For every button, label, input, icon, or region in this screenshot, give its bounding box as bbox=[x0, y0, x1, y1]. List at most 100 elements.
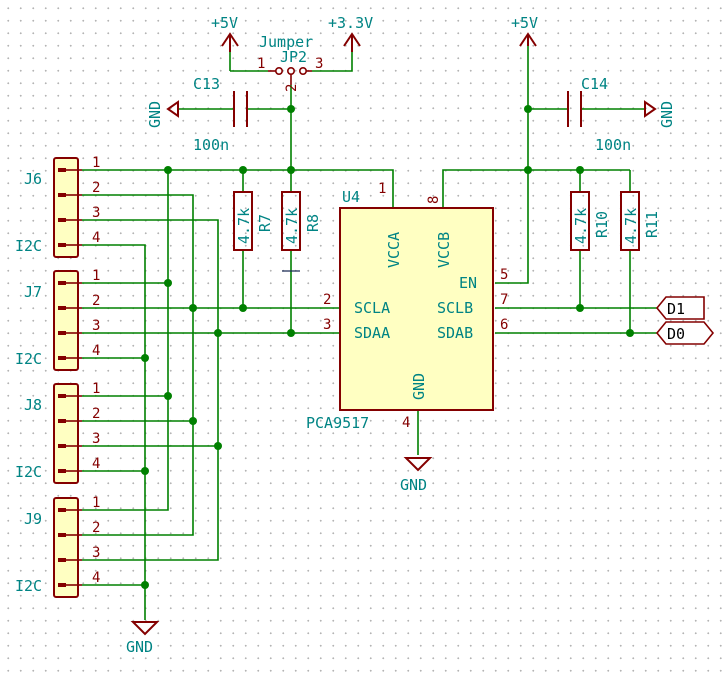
c14-ref: C14 bbox=[581, 75, 608, 93]
pin-name-en: EN bbox=[459, 274, 477, 292]
junction bbox=[141, 354, 149, 362]
pin-num-en: 5 bbox=[500, 267, 508, 283]
gnd-label: GND bbox=[126, 638, 153, 656]
connector-ref: J6 bbox=[24, 170, 42, 188]
connector-pin-number: 3 bbox=[92, 545, 100, 561]
connector-pin-number: 2 bbox=[92, 293, 100, 309]
connector-pin-body bbox=[58, 558, 66, 562]
connector-pin-number: 2 bbox=[92, 180, 100, 196]
connector-pin-number: 4 bbox=[92, 456, 100, 472]
connector-body bbox=[53, 383, 79, 484]
wires bbox=[82, 45, 657, 620]
wire-bus-pin2 bbox=[82, 194, 194, 536]
junction bbox=[164, 279, 172, 287]
pin-num-sdaa: 3 bbox=[323, 317, 331, 333]
junction bbox=[214, 329, 222, 337]
gnd-connectors: GND bbox=[126, 621, 160, 656]
connector-pin-number: 3 bbox=[92, 205, 100, 221]
wire-bus-pin3 bbox=[82, 219, 219, 561]
wire-vcca-rail bbox=[82, 169, 394, 208]
pin-name-sdaa: SDAA bbox=[354, 324, 390, 342]
connector-pin-body bbox=[58, 583, 66, 587]
resistor-r8: 4.7k R8 bbox=[281, 191, 322, 251]
connector-pin-body bbox=[58, 281, 66, 285]
pin-num-vcca: 1 bbox=[378, 181, 386, 197]
junction bbox=[287, 105, 295, 113]
wire-5v-en bbox=[495, 45, 529, 284]
junction bbox=[164, 166, 172, 174]
net-label-d1-shape bbox=[655, 296, 705, 320]
jumper-pin-2: 2 bbox=[284, 84, 300, 92]
power-label-5v: +5V bbox=[211, 14, 238, 32]
net-label-d0-text: D0 bbox=[667, 325, 685, 343]
junction bbox=[214, 442, 222, 450]
gnd-label: GND bbox=[658, 101, 676, 128]
connector-label: I2C bbox=[15, 463, 42, 481]
jumper-jp2: Jumper JP2 1 2 3 bbox=[257, 33, 323, 92]
power-label-3v3: +3.3V bbox=[328, 14, 373, 32]
connector-pin-body bbox=[58, 356, 66, 360]
net-label-d0-shape bbox=[655, 321, 715, 345]
connector-pin-number: 1 bbox=[92, 381, 100, 397]
connector-ref: J9 bbox=[24, 510, 42, 528]
r7-value: 4.7k bbox=[235, 208, 253, 244]
connector-pin-body bbox=[58, 218, 66, 222]
gnd-label: GND bbox=[146, 101, 164, 128]
power-5v-b: +5V bbox=[511, 14, 538, 47]
junction bbox=[287, 166, 295, 174]
connector-pin-body bbox=[58, 533, 66, 537]
junction bbox=[189, 304, 197, 312]
connector-ref: J8 bbox=[24, 396, 42, 414]
connector-pin-number: 1 bbox=[92, 268, 100, 284]
junction bbox=[239, 166, 247, 174]
connector-pin-body bbox=[58, 419, 66, 423]
junction bbox=[141, 581, 149, 589]
wire-vccb-rail bbox=[442, 169, 630, 208]
junction bbox=[576, 166, 584, 174]
wire-bus-pin4-gnd bbox=[82, 244, 146, 620]
pin-num-gnd: 4 bbox=[402, 415, 410, 431]
jumper-pad bbox=[274, 67, 283, 76]
pin-name-sclb: SCLB bbox=[437, 299, 473, 317]
pin-num-sclb: 7 bbox=[500, 292, 508, 308]
c14-value: 100n bbox=[595, 136, 631, 154]
ground-icon bbox=[644, 100, 657, 118]
connector-pin-body bbox=[58, 469, 66, 473]
connector-pin-number: 3 bbox=[92, 431, 100, 447]
ic-u4-body bbox=[339, 207, 494, 411]
u4-ref: U4 bbox=[342, 188, 360, 206]
connector-body bbox=[53, 497, 79, 598]
connector-pin-number: 1 bbox=[92, 495, 100, 511]
connector-pin-number: 1 bbox=[92, 155, 100, 171]
gnd-c14: GND bbox=[644, 100, 676, 128]
ground-icon bbox=[130, 621, 160, 636]
c13-value: 100n bbox=[193, 136, 229, 154]
connector-ref: J7 bbox=[24, 283, 42, 301]
connector-pin-body bbox=[58, 306, 66, 310]
connector-label: I2C bbox=[15, 237, 42, 255]
c13-ref: C13 bbox=[193, 75, 220, 93]
junction bbox=[524, 166, 532, 174]
ic-u4: U4 PCA9517 VCCA VCCB GND SCLA SDAA EN SC… bbox=[306, 181, 508, 432]
resistor-r11: 4.7k R11 bbox=[620, 191, 661, 251]
resistor-r7: 4.7k R7 bbox=[233, 191, 274, 251]
net-label-d1-text: D1 bbox=[667, 300, 685, 318]
connector-pin-body bbox=[58, 508, 66, 512]
jumper-pin-3: 3 bbox=[315, 56, 323, 72]
power-3v3: +3.3V bbox=[328, 14, 373, 52]
junction bbox=[189, 417, 197, 425]
power-5v-jumper: +5V bbox=[211, 14, 239, 52]
junction bbox=[576, 304, 584, 312]
ground-icon bbox=[403, 457, 433, 472]
jumper-pad bbox=[286, 67, 295, 76]
connector-pin-body bbox=[58, 394, 66, 398]
capacitor-c13: C13 100n bbox=[193, 75, 248, 154]
capacitor-c14: C14 100n bbox=[567, 75, 631, 154]
junction bbox=[626, 329, 634, 337]
connector-pin-body bbox=[58, 331, 66, 335]
connector-pin-number: 2 bbox=[92, 520, 100, 536]
